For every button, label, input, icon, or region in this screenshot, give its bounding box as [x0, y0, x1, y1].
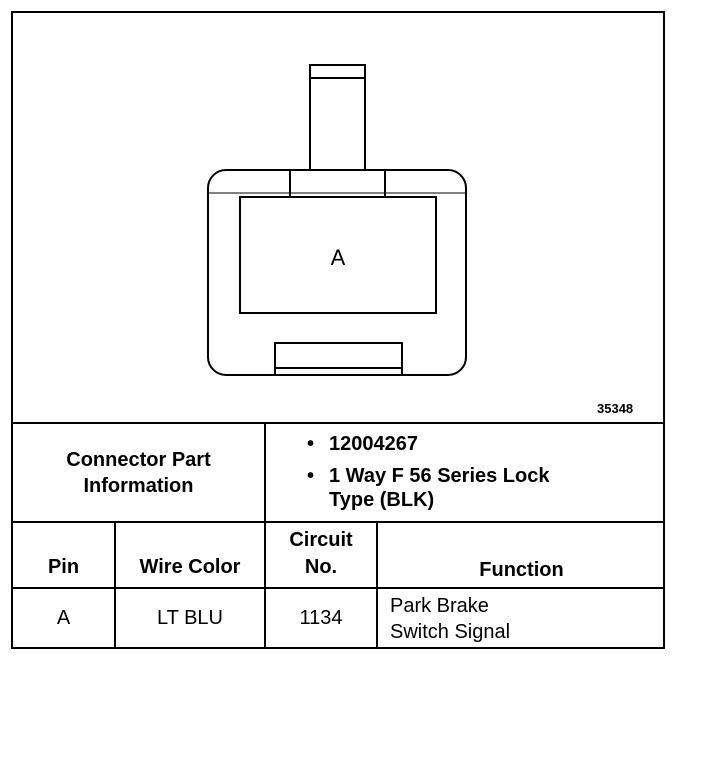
- header-circuit-line1: Circuit: [289, 529, 353, 551]
- row-circuit-value: 1134: [299, 606, 343, 629]
- divider: [376, 521, 378, 649]
- part-number: 12004267: [329, 433, 418, 455]
- row-pin: A: [13, 589, 114, 647]
- row-wire-color-value: LT BLU: [157, 606, 223, 629]
- divider: [11, 521, 665, 523]
- header-circuit-line2: No.: [304, 556, 338, 578]
- cavity-label: A: [331, 245, 346, 270]
- row-function: Park Brake Switch Signal: [390, 593, 510, 645]
- divider: [11, 587, 665, 589]
- description-line1: 1 Way F 56 Series Lock: [329, 465, 550, 487]
- header-pin: Pin: [13, 552, 114, 582]
- row-pin-value: A: [56, 606, 71, 629]
- connector-cavity: [239, 196, 437, 314]
- bullet-icon: •: [307, 465, 315, 487]
- header-pin-label: Pin: [47, 555, 80, 578]
- connector-diagram: A: [207, 64, 467, 376]
- part-info-label-line1: Connector Part: [66, 448, 211, 471]
- diagram-frame: [11, 11, 665, 649]
- row-wire-color: LT BLU: [116, 589, 264, 647]
- divider: [114, 521, 116, 649]
- figure-number: 35348: [597, 401, 634, 416]
- part-info-label-line2: Information: [83, 474, 194, 497]
- row-function-line2: Switch Signal: [390, 621, 511, 643]
- header-circuit: Circuit No.: [266, 526, 376, 582]
- part-info-label: Connector Part Information: [13, 424, 264, 521]
- part-info-list: • 12004267 • 1 Way F 56 Series Lock Type…: [305, 432, 549, 517]
- description-item: • 1 Way F 56 Series Lock Type (BLK): [305, 464, 549, 512]
- header-wire-color-label: Wire Color: [139, 555, 241, 578]
- header-function-label: Function: [479, 558, 564, 581]
- connector-key: [274, 342, 403, 376]
- header-function: Function: [378, 555, 665, 585]
- row-function-line1: Park Brake: [390, 595, 489, 617]
- divider: [11, 422, 665, 424]
- part-number-item: • 12004267: [305, 432, 549, 456]
- description-line2: Type (BLK): [329, 489, 435, 511]
- row-circuit: 1134: [266, 589, 376, 647]
- divider: [264, 422, 266, 649]
- bullet-icon: •: [307, 433, 315, 455]
- header-wire-color: Wire Color: [116, 552, 264, 582]
